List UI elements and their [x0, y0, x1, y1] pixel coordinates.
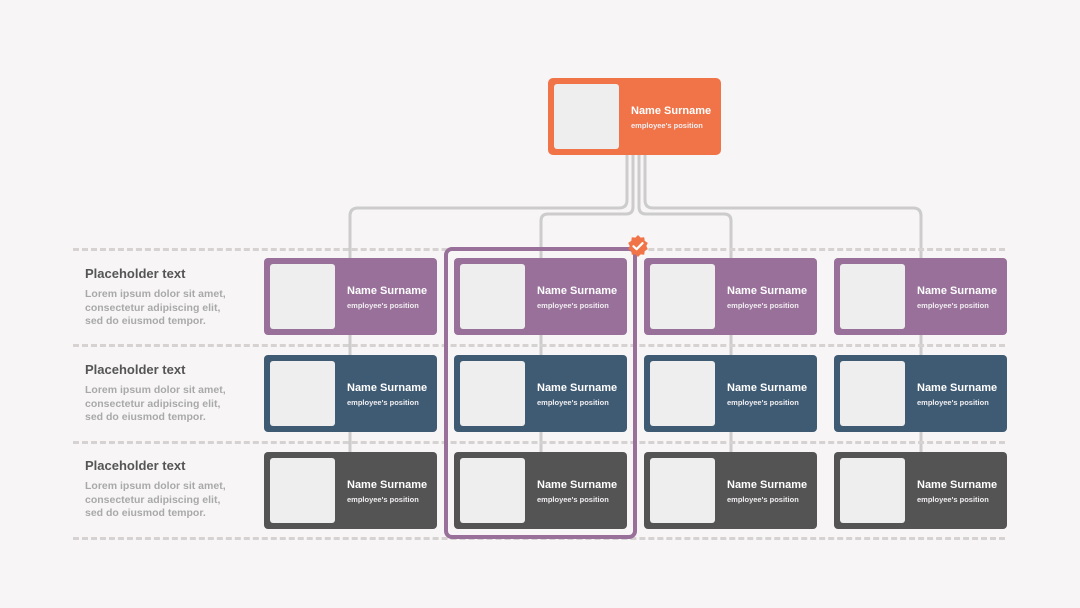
- row-title: Placeholder text: [85, 362, 186, 377]
- connector-column-4: [643, 154, 923, 485]
- row-description-line: consectetur adipiscing elit,: [85, 397, 221, 410]
- row-description-line: sed do eiusmod tempor.: [85, 507, 206, 519]
- row-title: Placeholder text: [85, 458, 186, 473]
- employee-name: Name Surname: [917, 382, 998, 394]
- employee-position: employee's position: [917, 495, 989, 504]
- employee-name: Name Surname: [727, 382, 808, 394]
- employee-position: employee's position: [537, 495, 609, 504]
- connector-column-3: [637, 154, 733, 485]
- employee-position: employee's position: [347, 301, 419, 310]
- employee-card[interactable]: Name Surname employee's position: [834, 355, 1007, 432]
- row-divider: [73, 344, 1005, 347]
- row-description: Lorem ipsum dolor sit amet, consectetur …: [85, 288, 255, 329]
- row-description-line: Lorem ipsum dolor sit amet,: [85, 480, 226, 492]
- employee-position: employee's position: [917, 301, 989, 310]
- employee-card[interactable]: Name Surname employee's position: [264, 355, 437, 432]
- row-description-line: Lorem ipsum dolor sit amet,: [85, 384, 226, 396]
- row-description-line: consectetur adipiscing elit,: [85, 493, 221, 506]
- row-description-line: Lorem ipsum dolor sit amet,: [85, 288, 226, 300]
- row-description-line: consectetur adipiscing elit,: [85, 301, 221, 314]
- employee-name: Name Surname: [727, 285, 808, 297]
- row-description-line: sed do eiusmod tempor.: [85, 411, 206, 423]
- photo-placeholder: [270, 264, 335, 329]
- photo-placeholder: [270, 458, 335, 523]
- employee-position: employee's position: [727, 301, 799, 310]
- employee-name: Name Surname: [727, 479, 808, 491]
- employee-position: employee's position: [537, 398, 609, 407]
- photo-placeholder: [650, 458, 715, 523]
- row-description: Lorem ipsum dolor sit amet, consectetur …: [85, 480, 255, 521]
- employee-card[interactable]: Name Surname employee's position: [454, 355, 627, 432]
- checkmark-icon: [628, 235, 648, 257]
- employee-card[interactable]: Name Surname employee's position: [644, 355, 817, 432]
- row-divider: [73, 441, 1005, 444]
- row-label-2: Placeholder text Lorem ipsum dolor sit a…: [85, 362, 255, 425]
- photo-placeholder: [460, 458, 525, 523]
- connector-column-2: [539, 154, 635, 485]
- top-employee-card[interactable]: Name Surname employee's position: [548, 78, 721, 155]
- photo-placeholder: [840, 264, 905, 329]
- employee-name: Name Surname: [347, 479, 428, 491]
- photo-placeholder: [460, 361, 525, 426]
- employee-position: employee's position: [631, 121, 703, 130]
- row-label-1: Placeholder text Lorem ipsum dolor sit a…: [85, 266, 255, 329]
- photo-placeholder: [650, 361, 715, 426]
- employee-card[interactable]: Name Surname employee's position: [264, 258, 437, 335]
- employee-position: employee's position: [727, 495, 799, 504]
- employee-position: employee's position: [917, 398, 989, 407]
- row-description: Lorem ipsum dolor sit amet, consectetur …: [85, 384, 255, 425]
- employee-name: Name Surname: [537, 285, 618, 297]
- highlighted-column-frame: [444, 247, 637, 539]
- employee-name: Name Surname: [917, 479, 998, 491]
- employee-card[interactable]: Name Surname employee's position: [834, 258, 1007, 335]
- connector-column-1: [348, 154, 629, 485]
- employee-card[interactable]: Name Surname employee's position: [644, 258, 817, 335]
- employee-name: Name Surname: [631, 105, 712, 117]
- employee-name: Name Surname: [917, 285, 998, 297]
- employee-card[interactable]: Name Surname employee's position: [834, 452, 1007, 529]
- employee-position: employee's position: [537, 301, 609, 310]
- photo-placeholder: [840, 458, 905, 523]
- employee-card[interactable]: Name Surname employee's position: [454, 258, 627, 335]
- photo-placeholder: [554, 84, 619, 149]
- employee-name: Name Surname: [537, 479, 618, 491]
- employee-name: Name Surname: [347, 382, 428, 394]
- row-title: Placeholder text: [85, 266, 186, 281]
- employee-card[interactable]: Name Surname employee's position: [264, 452, 437, 529]
- photo-placeholder: [840, 361, 905, 426]
- photo-placeholder: [270, 361, 335, 426]
- employee-card[interactable]: Name Surname employee's position: [644, 452, 817, 529]
- photo-placeholder: [650, 264, 715, 329]
- employee-position: employee's position: [347, 495, 419, 504]
- row-label-3: Placeholder text Lorem ipsum dolor sit a…: [85, 458, 255, 521]
- photo-placeholder: [460, 264, 525, 329]
- employee-card[interactable]: Name Surname employee's position: [454, 452, 627, 529]
- employee-position: employee's position: [347, 398, 419, 407]
- employee-position: employee's position: [727, 398, 799, 407]
- employee-name: Name Surname: [347, 285, 428, 297]
- row-description-line: sed do eiusmod tempor.: [85, 315, 206, 327]
- employee-name: Name Surname: [537, 382, 618, 394]
